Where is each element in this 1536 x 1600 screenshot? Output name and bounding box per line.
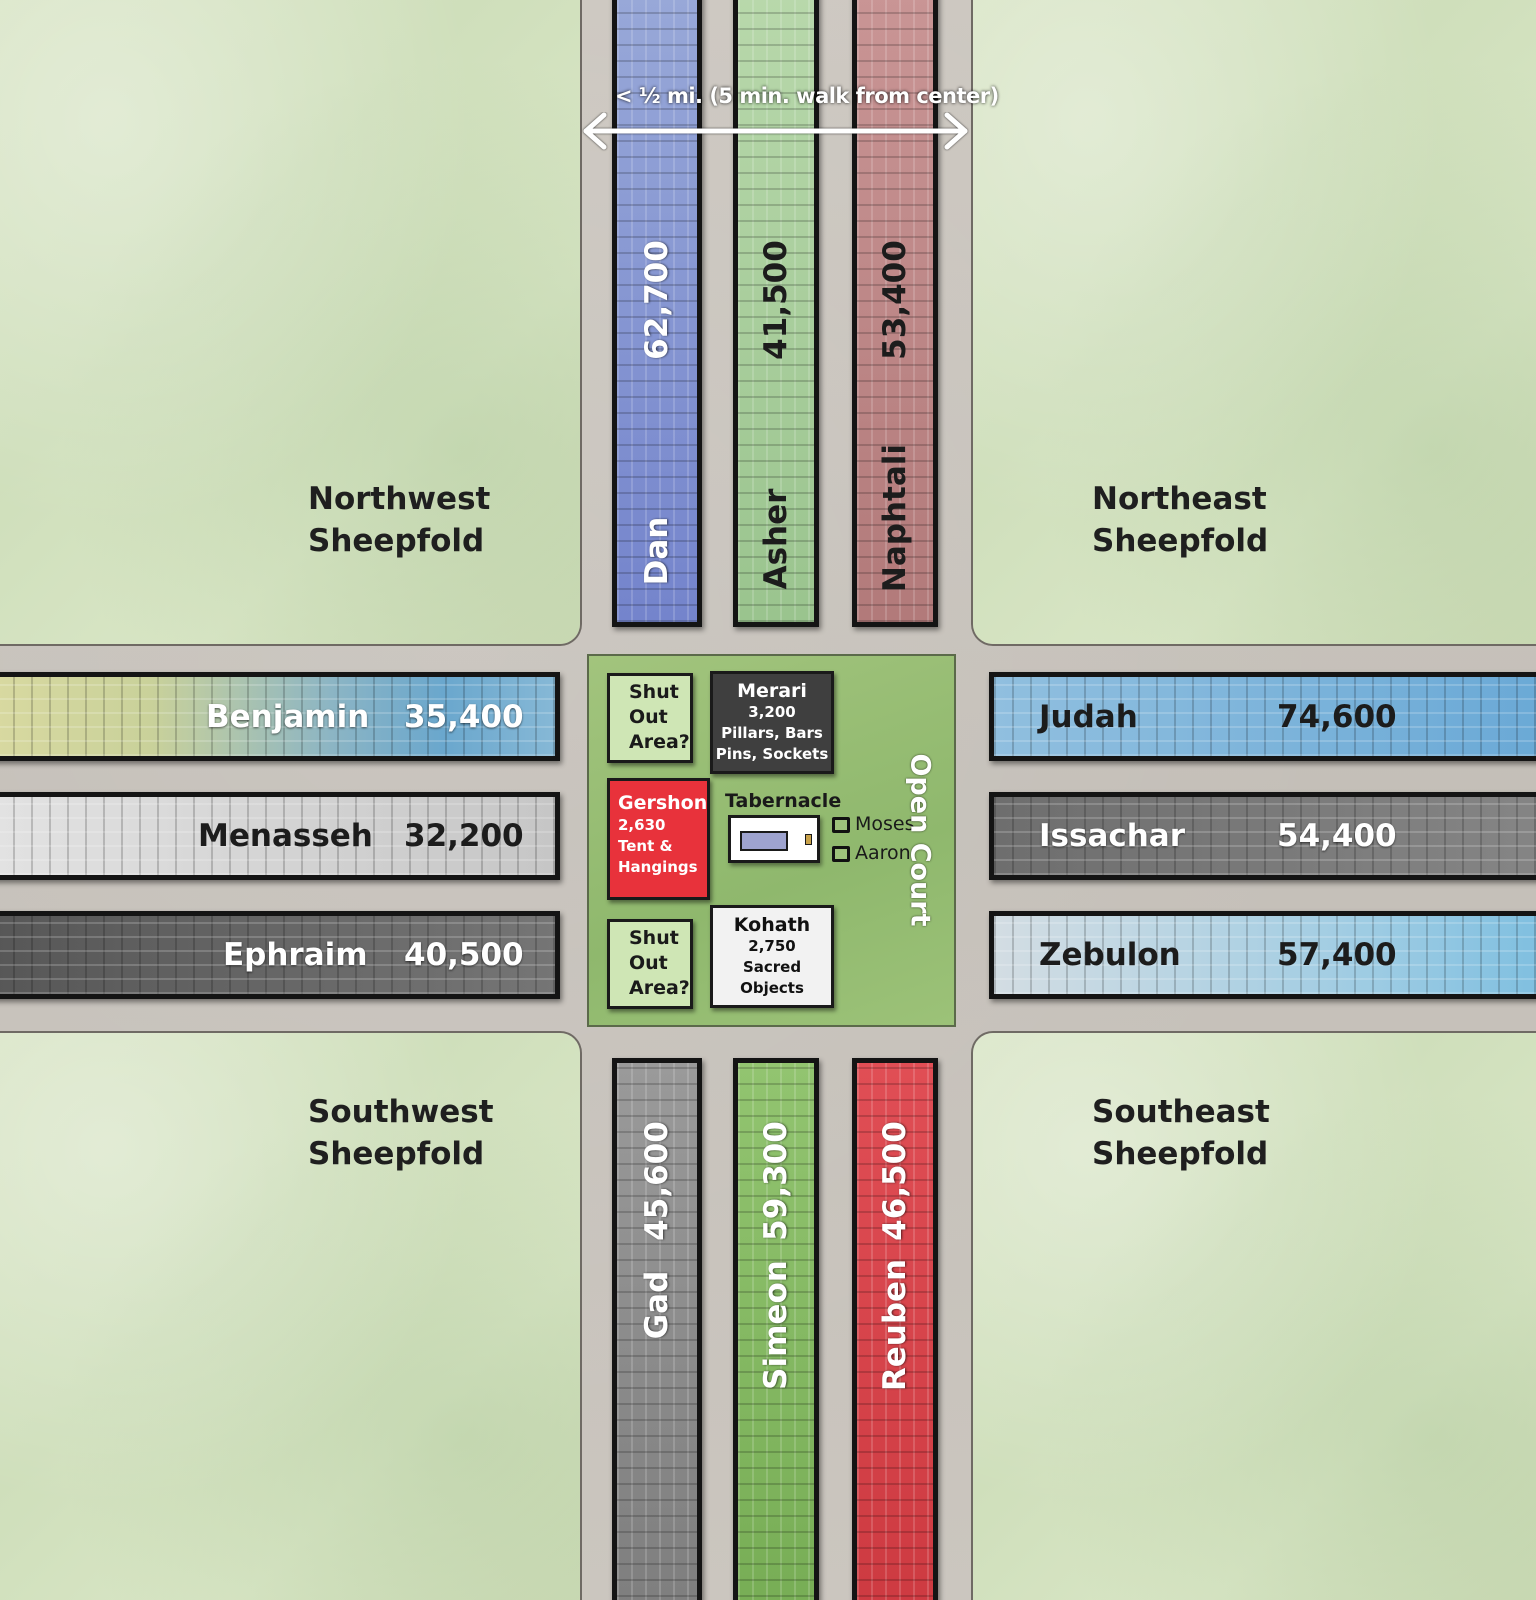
tribe-name: Reuben — [877, 1258, 913, 1392]
tribe-name: Gad — [639, 1270, 675, 1340]
northwest-sheepfold: Northwest Sheepfold — [0, 0, 580, 644]
tribe-bar-ephraim: Ephraim 40,500 — [0, 911, 560, 999]
southeast-sheepfold: Southeast Sheepfold — [973, 1033, 1536, 1600]
tabernacle-label: Tabernacle — [725, 790, 842, 812]
tribe-bar-asher: 41,500 Asher — [733, 0, 819, 627]
tribe-bar-issachar: Issachar 54,400 — [989, 792, 1536, 880]
tribe-name: Benjamin — [206, 698, 370, 735]
southwest-sheepfold: Southwest Sheepfold — [0, 1033, 580, 1600]
shut-out-area-bottom: Shut Out Area? — [607, 919, 693, 1009]
tribe-bar-dan: 62,700 Dan — [612, 0, 702, 627]
tribe-count: 35,400 — [404, 698, 524, 735]
tribe-name: Dan — [639, 516, 675, 586]
northeast-sheepfold-label: Northeast Sheepfold — [1092, 481, 1269, 559]
tribe-name: Asher — [758, 488, 794, 590]
tribe-name: Menasseh — [198, 818, 373, 854]
tribe-name: Judah — [1039, 698, 1138, 735]
tribe-count: 41,500 — [758, 240, 794, 360]
tribe-bar-reuben: 46,500 Reuben — [852, 1058, 938, 1600]
tribe-count: 54,400 — [1277, 818, 1397, 854]
aaron-label: Aaron — [855, 842, 911, 864]
scale-arrow — [583, 112, 968, 150]
tribe-count: 57,400 — [1277, 937, 1397, 973]
moses-tent-icon — [832, 817, 850, 833]
tribe-bar-naphtali: 53,400 Naphtali — [852, 0, 938, 627]
holy-place — [740, 831, 788, 851]
ark — [805, 834, 812, 845]
open-court-label: Open Court — [904, 753, 936, 927]
gershon-box: Gershon 2,630 Tent & Hangings — [607, 778, 710, 900]
tribe-count: 74,600 — [1277, 698, 1397, 735]
southwest-sheepfold-label: Southwest Sheepfold — [308, 1094, 494, 1172]
merari-box: Merari 3,200 Pillars, Bars Pins, Sockets — [710, 671, 834, 774]
tribe-bar-gad: 45,600 Gad — [612, 1058, 702, 1600]
tribe-count: 45,600 — [639, 1121, 675, 1241]
tribe-count: 46,500 — [877, 1121, 913, 1241]
tribe-name: Issachar — [1039, 818, 1186, 854]
tribe-bar-benjamin: Benjamin 35,400 — [0, 672, 560, 761]
tribe-count: 59,300 — [758, 1121, 794, 1241]
kohath-box: Kohath 2,750 Sacred Objects — [710, 905, 834, 1008]
tribe-count: 62,700 — [639, 240, 675, 360]
scale-label: < ½ mi. (5 min. walk from center) — [615, 84, 999, 108]
tribe-bar-menasseh: Menasseh 32,200 — [0, 792, 560, 880]
tribe-bar-zebulon: Zebulon 57,400 — [989, 911, 1536, 999]
tribe-name: Zebulon — [1039, 937, 1181, 973]
tribe-count: 40,500 — [404, 937, 524, 973]
northeast-sheepfold: Northeast Sheepfold — [973, 0, 1536, 644]
aaron-tent-icon — [832, 846, 850, 862]
northwest-sheepfold-label: Northwest Sheepfold — [308, 481, 491, 559]
tribe-name: Naphtali — [877, 443, 913, 593]
tribe-bar-judah: Judah 74,600 — [989, 672, 1536, 761]
shut-out-area-top: Shut Out Area? — [607, 673, 693, 763]
southeast-sheepfold-label: Southeast Sheepfold — [1092, 1094, 1270, 1172]
tribe-bar-simeon: 59,300 Simeon — [733, 1058, 819, 1600]
tribe-name: Ephraim — [223, 937, 368, 973]
tribe-count: 53,400 — [877, 240, 913, 360]
tabernacle — [728, 815, 820, 863]
moses-label: Moses — [855, 813, 915, 835]
tribe-name: Simeon — [758, 1260, 794, 1390]
tribe-count: 32,200 — [404, 818, 524, 854]
